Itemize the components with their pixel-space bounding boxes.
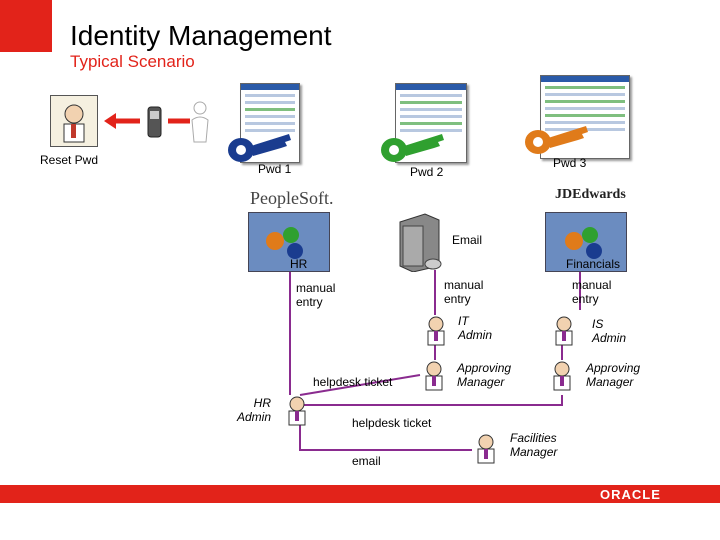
gear-icon xyxy=(266,227,303,259)
helpdesk-ticket-1: helpdesk ticket xyxy=(313,375,393,389)
header-red-block xyxy=(0,0,52,52)
peoplesoft-logo: PeopleSoft. xyxy=(250,188,334,208)
manual-entry-financials: manual entry xyxy=(572,278,612,306)
hr-label: HR xyxy=(290,257,308,271)
manual-entry-email: manual entry xyxy=(444,278,484,306)
line-hradmin-to-mgr xyxy=(299,374,421,396)
server-icon xyxy=(399,213,442,272)
approving-manager-is-label: Approving Manager xyxy=(586,361,641,389)
hr-system-box xyxy=(248,212,330,272)
pwd2-label: Pwd 2 xyxy=(410,165,444,179)
person-icon xyxy=(477,434,495,464)
person-icon xyxy=(553,361,571,391)
jdedwards-logo: JDEdwards xyxy=(555,187,626,202)
is-admin-label: IS Admin xyxy=(592,317,627,345)
footer-bar xyxy=(0,485,720,503)
page-subtitle: Typical Scenario xyxy=(70,52,195,71)
reset-pwd-label: Reset Pwd xyxy=(40,153,99,167)
financials-system-box xyxy=(545,212,627,272)
reset-arrow-head xyxy=(104,113,116,129)
helpdesk-ticket-2: helpdesk ticket xyxy=(352,416,432,430)
oracle-logo: ORACLE xyxy=(600,487,661,502)
page-title: Identity Management xyxy=(70,20,332,51)
key-icon xyxy=(228,134,291,162)
person-icon xyxy=(425,361,443,391)
person-outline-icon xyxy=(191,101,209,143)
email-flow-label: email xyxy=(352,454,381,468)
reset-user-figure xyxy=(50,95,98,147)
person-icon xyxy=(63,104,85,143)
key-icon xyxy=(381,134,444,162)
pwd1-label: Pwd 1 xyxy=(258,162,292,176)
financials-label: Financials xyxy=(566,257,621,271)
pwd3-label: Pwd 3 xyxy=(553,156,587,170)
email-label: Email xyxy=(452,233,483,247)
person-icon xyxy=(427,316,445,346)
approving-manager-it-label: Approving Manager xyxy=(457,361,512,389)
person-icon xyxy=(288,396,306,426)
person-icon xyxy=(555,316,573,346)
line-hradmin-to-facilities xyxy=(299,425,472,451)
gear-icon xyxy=(565,227,602,259)
manual-entry-hr: manual entry xyxy=(296,281,336,309)
it-admin-label: IT Admin xyxy=(458,314,493,342)
phone-icon xyxy=(147,106,162,138)
facilities-manager-label: Facilities Manager xyxy=(510,431,558,459)
hr-admin-label: HR Admin xyxy=(237,396,272,424)
key-icon xyxy=(525,126,588,154)
